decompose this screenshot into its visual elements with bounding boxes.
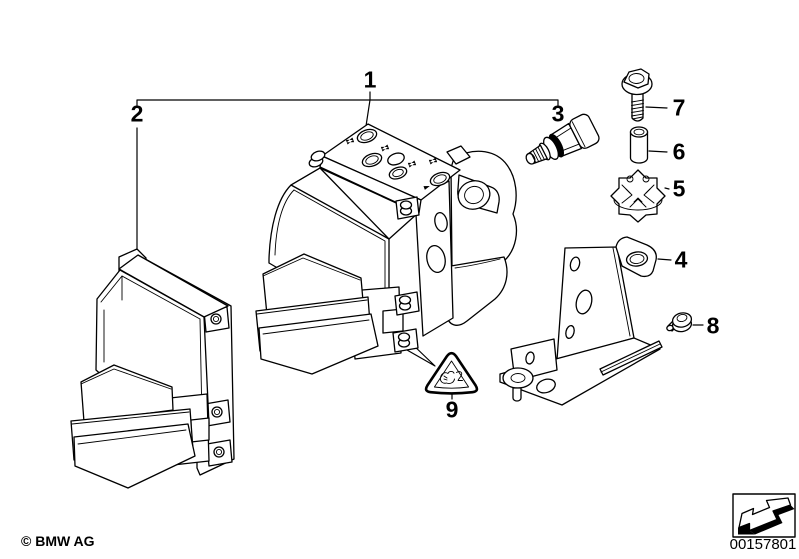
callout-8[interactable]: 8 bbox=[706, 312, 720, 339]
part-4-bracket-drawing bbox=[499, 236, 663, 406]
callout-3[interactable]: 3 bbox=[551, 100, 565, 127]
callout-2[interactable]: 2 bbox=[130, 100, 144, 127]
part-6-spacer-sleeve-drawing bbox=[629, 126, 649, 164]
hydraulic-ports bbox=[356, 128, 451, 187]
callout-6[interactable]: 6 bbox=[672, 138, 686, 165]
nav-arrow-stamp[interactable] bbox=[732, 493, 796, 538]
part-2-control-unit-drawing bbox=[70, 248, 235, 489]
plate-screw-bosses bbox=[392, 196, 420, 353]
part-9-warning-label-drawing bbox=[424, 351, 479, 395]
part-7-bolt-drawing bbox=[621, 68, 653, 122]
callout-4[interactable]: 4 bbox=[674, 246, 688, 273]
part-5-rubber-damper-drawing bbox=[610, 169, 666, 223]
callout-1[interactable]: 1 bbox=[363, 66, 377, 93]
copyright-text: © BMW AG bbox=[21, 533, 95, 549]
callout-7[interactable]: 7 bbox=[672, 94, 686, 121]
part-8-screw-drawing bbox=[666, 312, 693, 333]
port-marking-symbols bbox=[345, 137, 438, 191]
part-3-pressure-sensor-drawing bbox=[525, 113, 600, 165]
diagram-number: 00157801 bbox=[729, 536, 797, 553]
callout-9[interactable]: 9 bbox=[445, 396, 459, 423]
nav-arrow-icon bbox=[749, 505, 795, 535]
callout-5[interactable]: 5 bbox=[672, 175, 686, 202]
warning-triangle-icon bbox=[424, 351, 479, 395]
part-1-hydro-unit-drawing bbox=[255, 123, 518, 375]
